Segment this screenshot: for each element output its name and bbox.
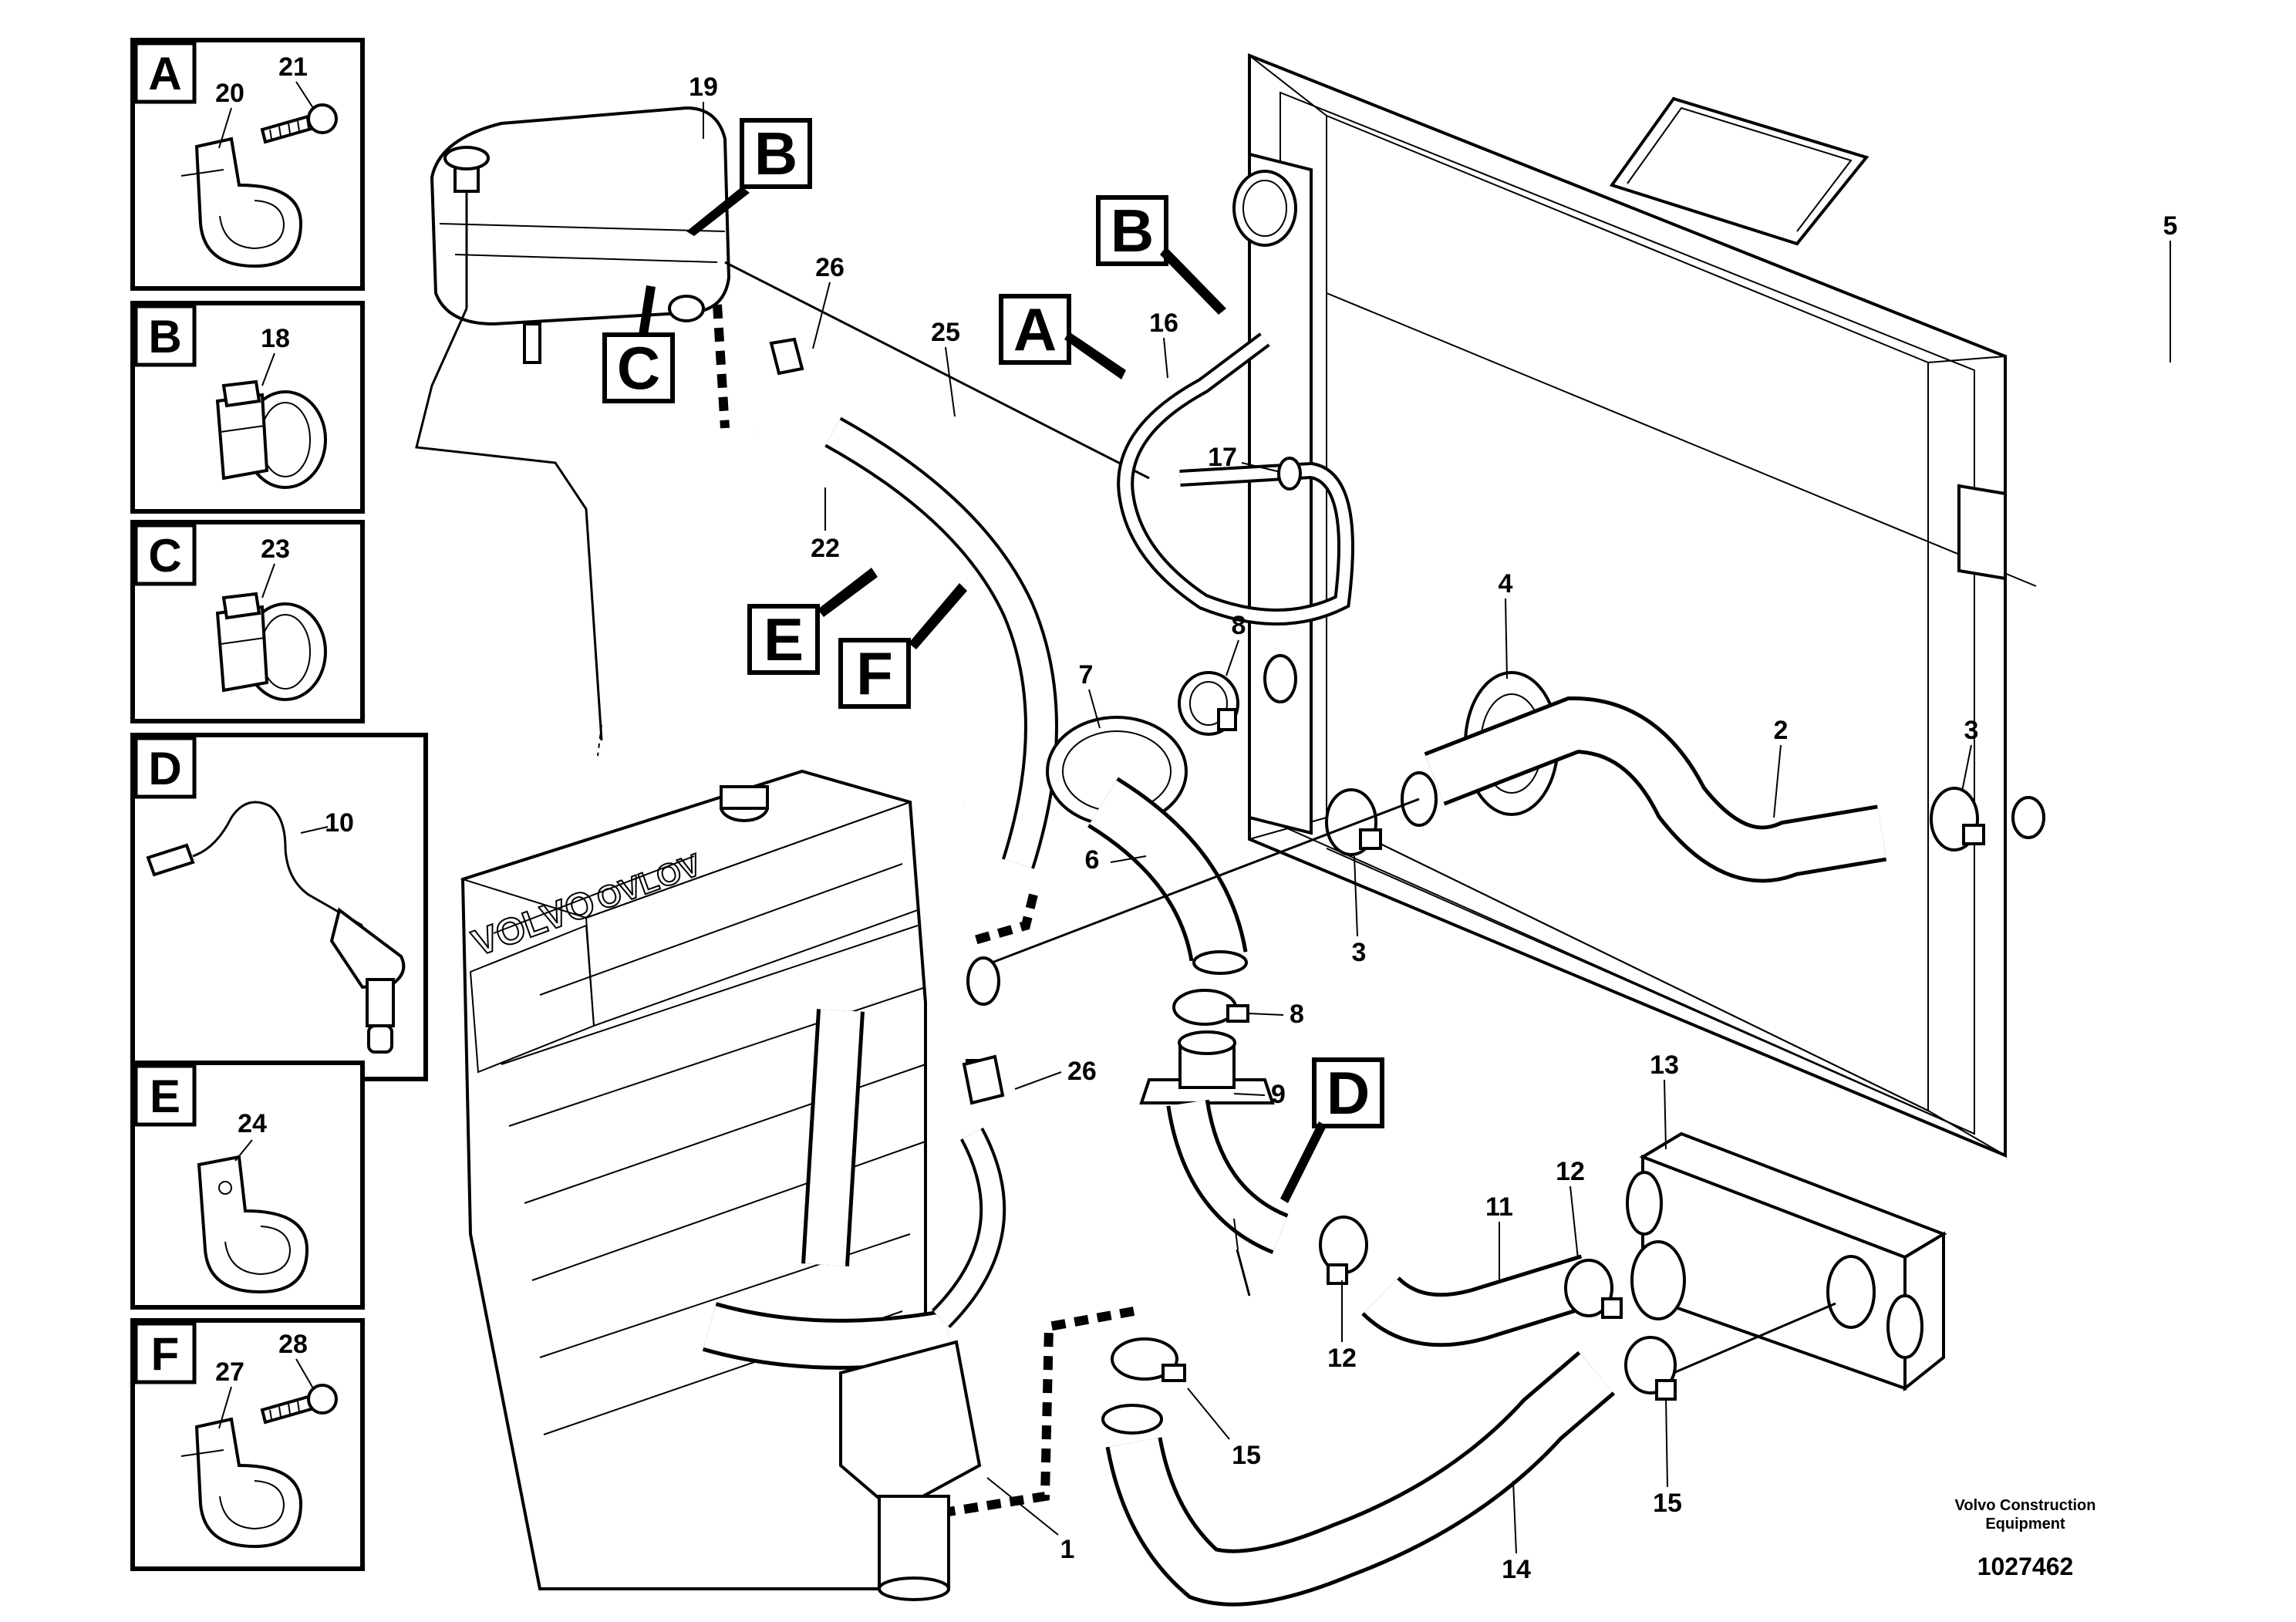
clamp-12-a <box>1319 1216 1368 1285</box>
part-label-14: 14 <box>1502 1555 1531 1584</box>
ref-box-f-main: F <box>838 583 967 709</box>
part-label-9: 9 <box>1271 1080 1286 1109</box>
dash-path-engine <box>970 893 1038 946</box>
part-label-1: 1 <box>1060 1535 1075 1564</box>
part-label-21: 21 <box>278 52 308 82</box>
part-label-26-lower: 26 <box>1067 1057 1097 1086</box>
part-label-13: 13 <box>1650 1050 1679 1080</box>
part-label-22: 22 <box>811 534 840 563</box>
part-label-15-left: 15 <box>1232 1441 1261 1470</box>
part-label-3-left: 3 <box>1352 938 1367 967</box>
clamp-26-lower <box>962 1054 1005 1105</box>
drawing-number: 1027462 <box>1977 1553 2074 1580</box>
clamp-3-left <box>1325 788 1382 856</box>
upper-pipe <box>1046 716 1248 975</box>
part-label-17: 17 <box>1208 443 1237 472</box>
thermostat-housing-9 <box>1139 1030 1290 1297</box>
bolt-icon <box>260 103 338 144</box>
part-label-3-right: 3 <box>1964 716 1979 745</box>
ref-letter-a-main: A <box>1013 295 1057 363</box>
part-label-12-right: 12 <box>1556 1157 1585 1186</box>
inset-letter-d: D <box>148 743 181 794</box>
part-label-27: 27 <box>215 1357 244 1387</box>
vent-line <box>724 261 1354 626</box>
ref-box-d-main: D <box>1280 1057 1384 1203</box>
company-name-line1: Volvo Construction <box>1955 1497 2096 1514</box>
expansion-tank <box>415 106 731 757</box>
part-label-26-top: 26 <box>815 253 845 282</box>
part-label-20: 20 <box>215 79 244 108</box>
ref-box-a-main: A <box>999 294 1126 379</box>
inset-letter-f: F <box>151 1328 180 1380</box>
hose-25 <box>824 416 1058 869</box>
part-label-24: 24 <box>238 1109 267 1138</box>
oil-cooler <box>1626 1131 1947 1392</box>
part-label-7: 7 <box>1079 660 1094 690</box>
inset-letter-e: E <box>150 1071 180 1122</box>
part-label-8-upper: 8 <box>1232 611 1246 640</box>
clamp-15-a <box>1111 1337 1186 1382</box>
part-label-4: 4 <box>1499 569 1513 599</box>
p-clamp-icon <box>180 137 303 268</box>
clamp-15-b <box>1624 1336 1677 1401</box>
company-name-line2: Equipment <box>1985 1516 2065 1533</box>
inset-panel-f: F 27 28 <box>130 1318 365 1571</box>
ref-letter-e-main: E <box>764 605 804 673</box>
dash-path-lower <box>948 1307 1135 1516</box>
p-clamp-icon-3 <box>180 1417 303 1549</box>
ref-box-e-main: E <box>747 568 878 675</box>
inset-letter-b: B <box>148 311 181 363</box>
part-label-11: 11 <box>1485 1192 1513 1222</box>
clamp-26-top <box>769 337 804 376</box>
part-label-23: 23 <box>261 534 290 564</box>
part-label-15-right: 15 <box>1653 1489 1682 1518</box>
ref-letter-b-main: B <box>1111 197 1154 265</box>
part-label-2: 2 <box>1774 716 1789 745</box>
ref-letter-d-main: D <box>1327 1059 1370 1127</box>
hose-2 <box>1401 671 1887 883</box>
part-label-8-lower: 8 <box>1290 1000 1304 1029</box>
ref-letter-b-top: B <box>754 120 797 187</box>
temperature-sensor-icon <box>146 801 406 1054</box>
inset-panel-b: B 18 <box>130 301 365 514</box>
hose-clamp-icon <box>215 379 327 489</box>
hose-14 <box>1101 1351 1616 1607</box>
ref-box-b-main: B <box>1096 195 1226 315</box>
dash-path-tank <box>713 304 730 429</box>
part-label-28: 28 <box>278 1330 308 1359</box>
p-clamp-icon-2 <box>197 1155 309 1294</box>
part-label-16: 16 <box>1149 309 1178 338</box>
inset-panel-d: D 10 <box>130 733 428 1081</box>
hose-clamp-icon-2 <box>215 592 327 701</box>
hose-22 <box>753 427 969 805</box>
ref-box-c-top: C <box>602 285 675 403</box>
part-label-12-left: 12 <box>1327 1344 1357 1373</box>
inset-letter-a: A <box>148 48 181 99</box>
inset-panel-a: A 20 21 <box>130 38 365 291</box>
clamp-3-right <box>1930 787 1985 851</box>
part-label-10: 10 <box>325 808 354 838</box>
clamp-8-lower <box>1172 989 1249 1026</box>
part-label-25: 25 <box>931 318 960 347</box>
radiator <box>1232 53 2045 1158</box>
inset-panel-c: C 23 <box>130 520 365 723</box>
part-label-18: 18 <box>261 324 290 353</box>
part-label-19: 19 <box>689 73 718 102</box>
part-label-6: 6 <box>1085 845 1100 875</box>
inset-letter-c: C <box>148 530 181 582</box>
clamp-12-b <box>1564 1259 1623 1319</box>
ref-letter-f-main: F <box>856 639 893 707</box>
inset-panel-e: E 24 <box>130 1061 365 1310</box>
part-label-5: 5 <box>2163 211 2178 241</box>
bolt-icon-2 <box>260 1384 338 1425</box>
ref-letter-c-top: C <box>617 334 660 402</box>
engine-block: OVLOV VOLVO <box>460 769 1006 1601</box>
part-callouts: 19 26 25 22 16 17 8 7 6 4 2 3 5 3 8 9 <box>689 73 2177 1584</box>
clamp-8-upper <box>1178 671 1239 736</box>
hose-11 <box>1361 1254 1597 1347</box>
ref-box-b-top: B <box>686 118 812 236</box>
